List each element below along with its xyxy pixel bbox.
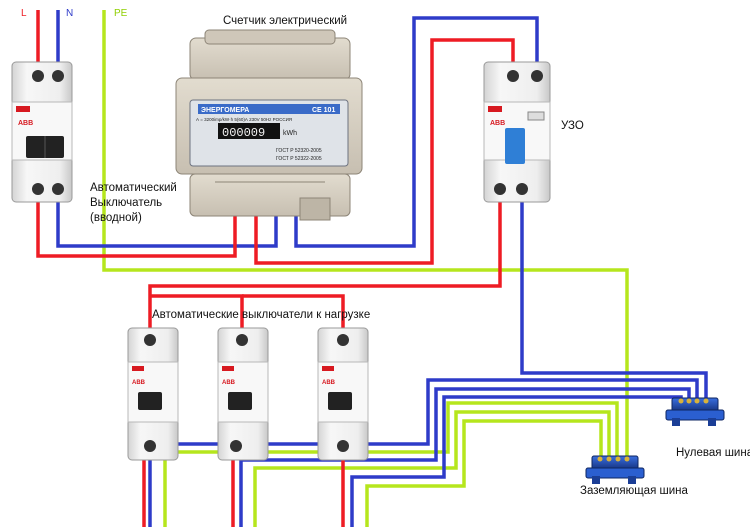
main-breaker[interactable]	[11, 61, 73, 203]
ground-bus	[585, 455, 645, 484]
l-bus-to-breaker-3	[242, 294, 345, 340]
ground-wires	[102, 10, 629, 527]
meter-label: Счетчик электрический	[223, 15, 348, 27]
l-rcd-to-loads	[148, 195, 502, 340]
label-l: L	[21, 8, 27, 19]
load-3-brand: ABB	[322, 380, 336, 386]
neutral-bus-label: Нулевая шина	[676, 447, 750, 459]
meter-spec: А = 3200imp/kW·h 5(60)А 230V 50Hz РОССИЯ	[196, 117, 292, 122]
rcd-brand: ABB	[490, 120, 505, 127]
rcd-device[interactable]	[483, 61, 551, 203]
label-pe: PE	[114, 8, 128, 19]
l-meter-to-rcd	[254, 38, 515, 265]
phase-wires	[36, 10, 515, 527]
meter-gost-2: ГОСТ Р 52322-2005	[276, 156, 322, 162]
main-breaker-label: Автоматический Выключатель (вводной)	[90, 182, 177, 224]
meter-unit: kWh	[283, 130, 297, 137]
load-breaker-1[interactable]	[127, 327, 179, 461]
load-1-brand: ABB	[132, 380, 146, 386]
n-meter-to-rcd	[294, 16, 539, 248]
pe-branch-3	[365, 419, 603, 527]
load-breaker-3[interactable]	[317, 327, 369, 461]
load-breaker-2[interactable]	[217, 327, 269, 461]
meter-display: 000009	[222, 126, 265, 140]
n-breaker-to-meter	[56, 195, 278, 248]
n-rcd-to-bus	[520, 195, 708, 405]
pe-branch-1	[163, 401, 619, 527]
ground-bus-label: Заземляющая шина	[580, 485, 688, 497]
main-breaker-brand: ABB	[18, 120, 33, 127]
pe-branch-2	[253, 410, 611, 527]
load-2-brand: ABB	[222, 380, 236, 386]
neutral-bus	[665, 397, 725, 426]
electric-meter	[175, 29, 363, 221]
pe-main-wire	[102, 10, 629, 462]
meter-brand: ЭНЕРГОМЕРА	[201, 107, 249, 114]
meter-gost-1: ГОСТ Р 52320-2005	[276, 148, 322, 154]
label-n: N	[66, 8, 74, 19]
n-branch-2	[239, 387, 691, 527]
load-breakers-label: Автоматические выключатели к нагрузке	[152, 309, 371, 321]
l-breaker-to-meter	[36, 195, 237, 258]
meter-model: СЕ 101	[312, 107, 335, 114]
rcd-label: УЗО	[561, 120, 584, 132]
